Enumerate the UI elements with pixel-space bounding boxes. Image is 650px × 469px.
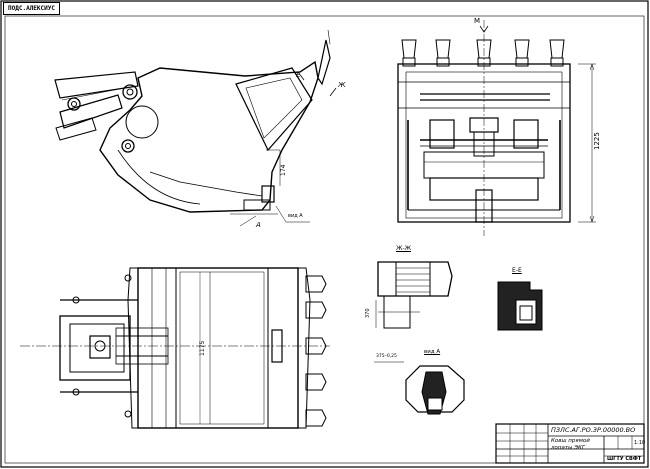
section-zh-label: Ж-Ж: [396, 245, 412, 252]
mark-e-label: Е: [296, 71, 301, 79]
dim-370-label: 370: [365, 308, 371, 318]
title-scale: 1:10: [634, 440, 646, 446]
view-a: [374, 361, 465, 415]
front-view: [397, 20, 596, 236]
inner-frame: [4, 15, 645, 464]
section-zh: [375, 261, 453, 329]
title-organization: ШГТУ СВФТ: [607, 456, 642, 462]
plan-view: [20, 267, 330, 429]
dim-1175-label: 1175: [199, 340, 206, 356]
title-name-line2: лопаты ЭКГ: [551, 445, 585, 451]
mark-zh-label: Ж: [338, 81, 346, 89]
corner-stamp: ПОДС.АЛЕКСИУС: [3, 2, 60, 15]
title-doc-code: ПЗЛС.АГ.РО.ЗР.00000.ВО: [551, 426, 636, 434]
front-teeth: [401, 39, 565, 67]
title-block: [495, 423, 645, 464]
mark-a-label: А: [256, 221, 261, 229]
dim-1225-label: 1225: [593, 132, 601, 150]
view-a-leader-label: вид А: [288, 213, 303, 219]
dim-174-label: 174: [280, 164, 287, 176]
side-view: [54, 29, 337, 227]
dim-s-label: 375–0,25: [376, 354, 397, 359]
section-m-label: М: [474, 17, 481, 25]
section-ee: [497, 281, 543, 331]
plan-teeth: [305, 275, 327, 427]
section-ee-label: Е-Е: [512, 267, 522, 274]
title-name-line1: Ковш прямой: [551, 438, 590, 444]
view-a-label: вид А: [424, 349, 441, 355]
